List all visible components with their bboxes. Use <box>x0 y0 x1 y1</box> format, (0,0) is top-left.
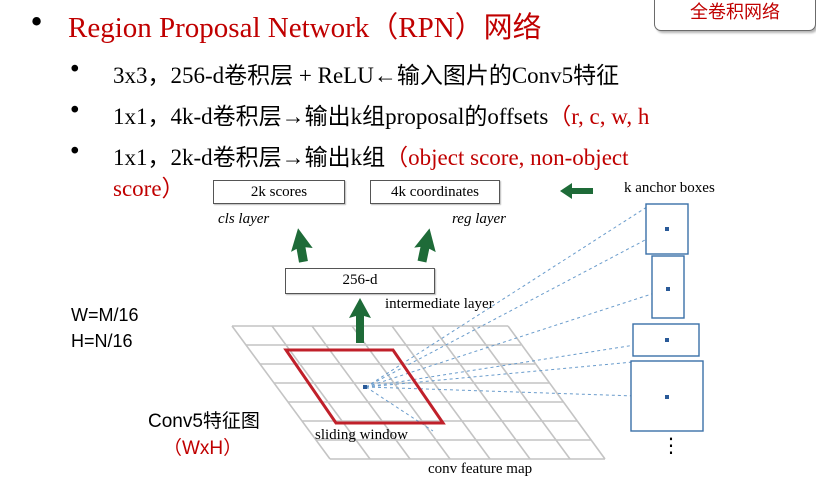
feature-map-label: conv feature map <box>428 461 533 477</box>
reg-coords-box: 4k coordinates <box>370 180 500 204</box>
sliding-window-label: sliding window <box>315 427 408 443</box>
wh-label: （WxH） <box>163 438 243 459</box>
bullet-red-2: （r, c, w, h <box>548 104 650 129</box>
anchor-boxes-label: k anchor boxes <box>624 180 715 196</box>
bullet-dot-3: • <box>68 139 82 165</box>
projection-lines <box>365 204 668 432</box>
bullet-dot-2: • <box>68 98 82 124</box>
bullet-text-1: 3x3，256-d卷积层 + ReLU←输入图片的Conv5特征 <box>113 63 620 88</box>
bullet-dot-1: • <box>68 57 82 83</box>
intermediate-box: 256-d <box>285 268 435 294</box>
more-anchors-vdots: ⋮ <box>661 433 681 457</box>
left-arrow <box>560 183 593 199</box>
green-arrows <box>291 183 593 343</box>
intermediate-layer-label: intermediate layer <box>385 296 494 312</box>
sliding-window-box <box>283 348 446 425</box>
w-formula: W=M/16 <box>71 305 139 325</box>
h-formula: H=N/16 <box>71 331 133 351</box>
reg-arrow <box>414 228 436 263</box>
cls-arrow <box>291 228 313 263</box>
slide-title-text: Region Proposal Network（RPN）网络 <box>68 12 542 44</box>
title-bullet: • <box>28 5 46 39</box>
conv5-label: Conv5特征图 <box>148 411 260 432</box>
bullet-red-3: （object score, non-object <box>385 145 629 170</box>
cls-layer-label: cls layer <box>218 211 270 227</box>
bullet-line-2: 1x1，4k-d卷积层→输出k组proposal的offsets（r, c, w… <box>113 97 649 131</box>
cls-scores-box: 2k scores <box>213 180 345 204</box>
anchor-centers <box>665 227 670 399</box>
bullet-text-3: 1x1，2k-d卷积层→输出k组 <box>113 145 386 170</box>
window-center-point <box>363 385 367 389</box>
fcn-tag: 全卷积网络 <box>654 0 816 31</box>
bullet-text-2: 1x1，4k-d卷积层→输出k组proposal的offsets <box>113 104 549 129</box>
slide-title: Region Proposal Network（RPN）网络 <box>68 4 542 46</box>
bullet-line-3: 1x1，2k-d卷积层→输出k组（object score, non-objec… <box>113 138 629 172</box>
bullet-wrap-3: score） <box>113 176 185 201</box>
feature-map-grid <box>231 325 606 460</box>
reg-layer-label: reg layer <box>452 211 507 227</box>
inter-arrow <box>349 298 371 343</box>
